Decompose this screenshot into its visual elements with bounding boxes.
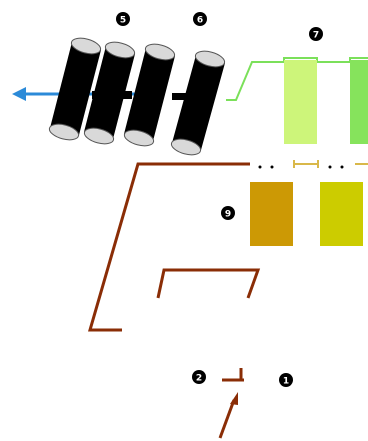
label-marker-top-middle: 6 [193,12,207,26]
cylinder-1 [48,37,102,141]
label-bottom-right: 1 [283,377,289,387]
yellow-block [320,182,363,246]
label-marker-top-right: 7 [309,27,323,41]
panel-light-green [284,60,317,144]
label-top-middle: 6 [197,16,203,26]
cylinder-3 [123,43,176,147]
panel-bright-green [350,60,368,144]
brown-bracket-line [156,268,261,299]
cylinder-4 [170,50,226,156]
brown-loop-line [88,162,250,332]
cylinder-bank [48,37,226,156]
label-top-right: 7 [313,31,319,41]
label-marker-top-left: 5 [116,12,130,26]
tan-block [250,182,293,246]
label-marker-bottom-right: 1 [279,373,293,387]
dots-row [258,160,368,169]
label-bottom-left: 2 [196,374,202,384]
label-marker-middle-left: 9 [221,206,235,220]
label-middle-left: 9 [225,210,231,220]
cylinder-connector-1 [92,91,132,99]
label-marker-bottom-left: 2 [192,370,206,384]
cylinder-connector-2 [172,93,202,100]
brown-input-arrow [218,392,238,439]
label-top-left: 5 [120,16,126,26]
